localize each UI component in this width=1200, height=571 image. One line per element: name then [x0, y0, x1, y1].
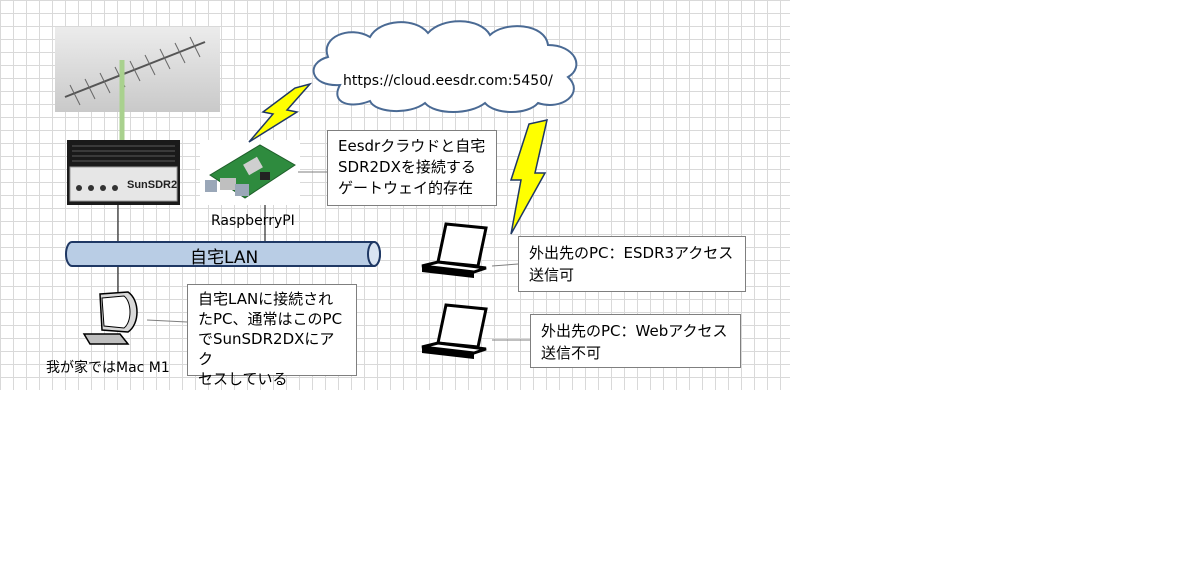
cloud-shape [312, 20, 578, 113]
gateway-callout: Eesdrクラウドと自宅 SDR2DXを接続する ゲートウェイ的存在 [327, 130, 497, 206]
home-pc-icon [82, 291, 138, 345]
remote-pc-1-callout: 外出先のPC：ESDR3アクセス 送信可 [518, 236, 746, 292]
remote-pc-2-callout: 外出先のPC：Webアクセス 送信不可 [530, 314, 741, 368]
raspberry-pi-label: RaspberryPI [211, 213, 295, 229]
home-lan-pipe [65, 241, 381, 267]
antenna-image [55, 27, 220, 112]
home-pc-callout: 自宅LANに接続され たPC、通常はこのPC でSunSDR2DXにアク セスし… [187, 284, 357, 388]
raspberry-pi-image [200, 140, 300, 205]
lightning-bolt-remote [509, 119, 548, 235]
radio-brand-text: SunSDR2 [127, 179, 177, 191]
cloud-url: https://cloud.eesdr.com:5450/ [343, 73, 553, 89]
antenna-feedline [119, 60, 125, 145]
remote-laptop-2-icon [421, 303, 488, 359]
lan-label: 自宅LAN [190, 248, 259, 268]
sunsdr2-radio-image: SunSDR2 [67, 140, 180, 205]
home-pc-caption: 我が家ではMac M1 [46, 360, 170, 376]
lan-connector-lines [117, 171, 530, 341]
lightning-bolt-gateway [248, 82, 313, 143]
remote-laptop-1-icon [421, 222, 488, 278]
